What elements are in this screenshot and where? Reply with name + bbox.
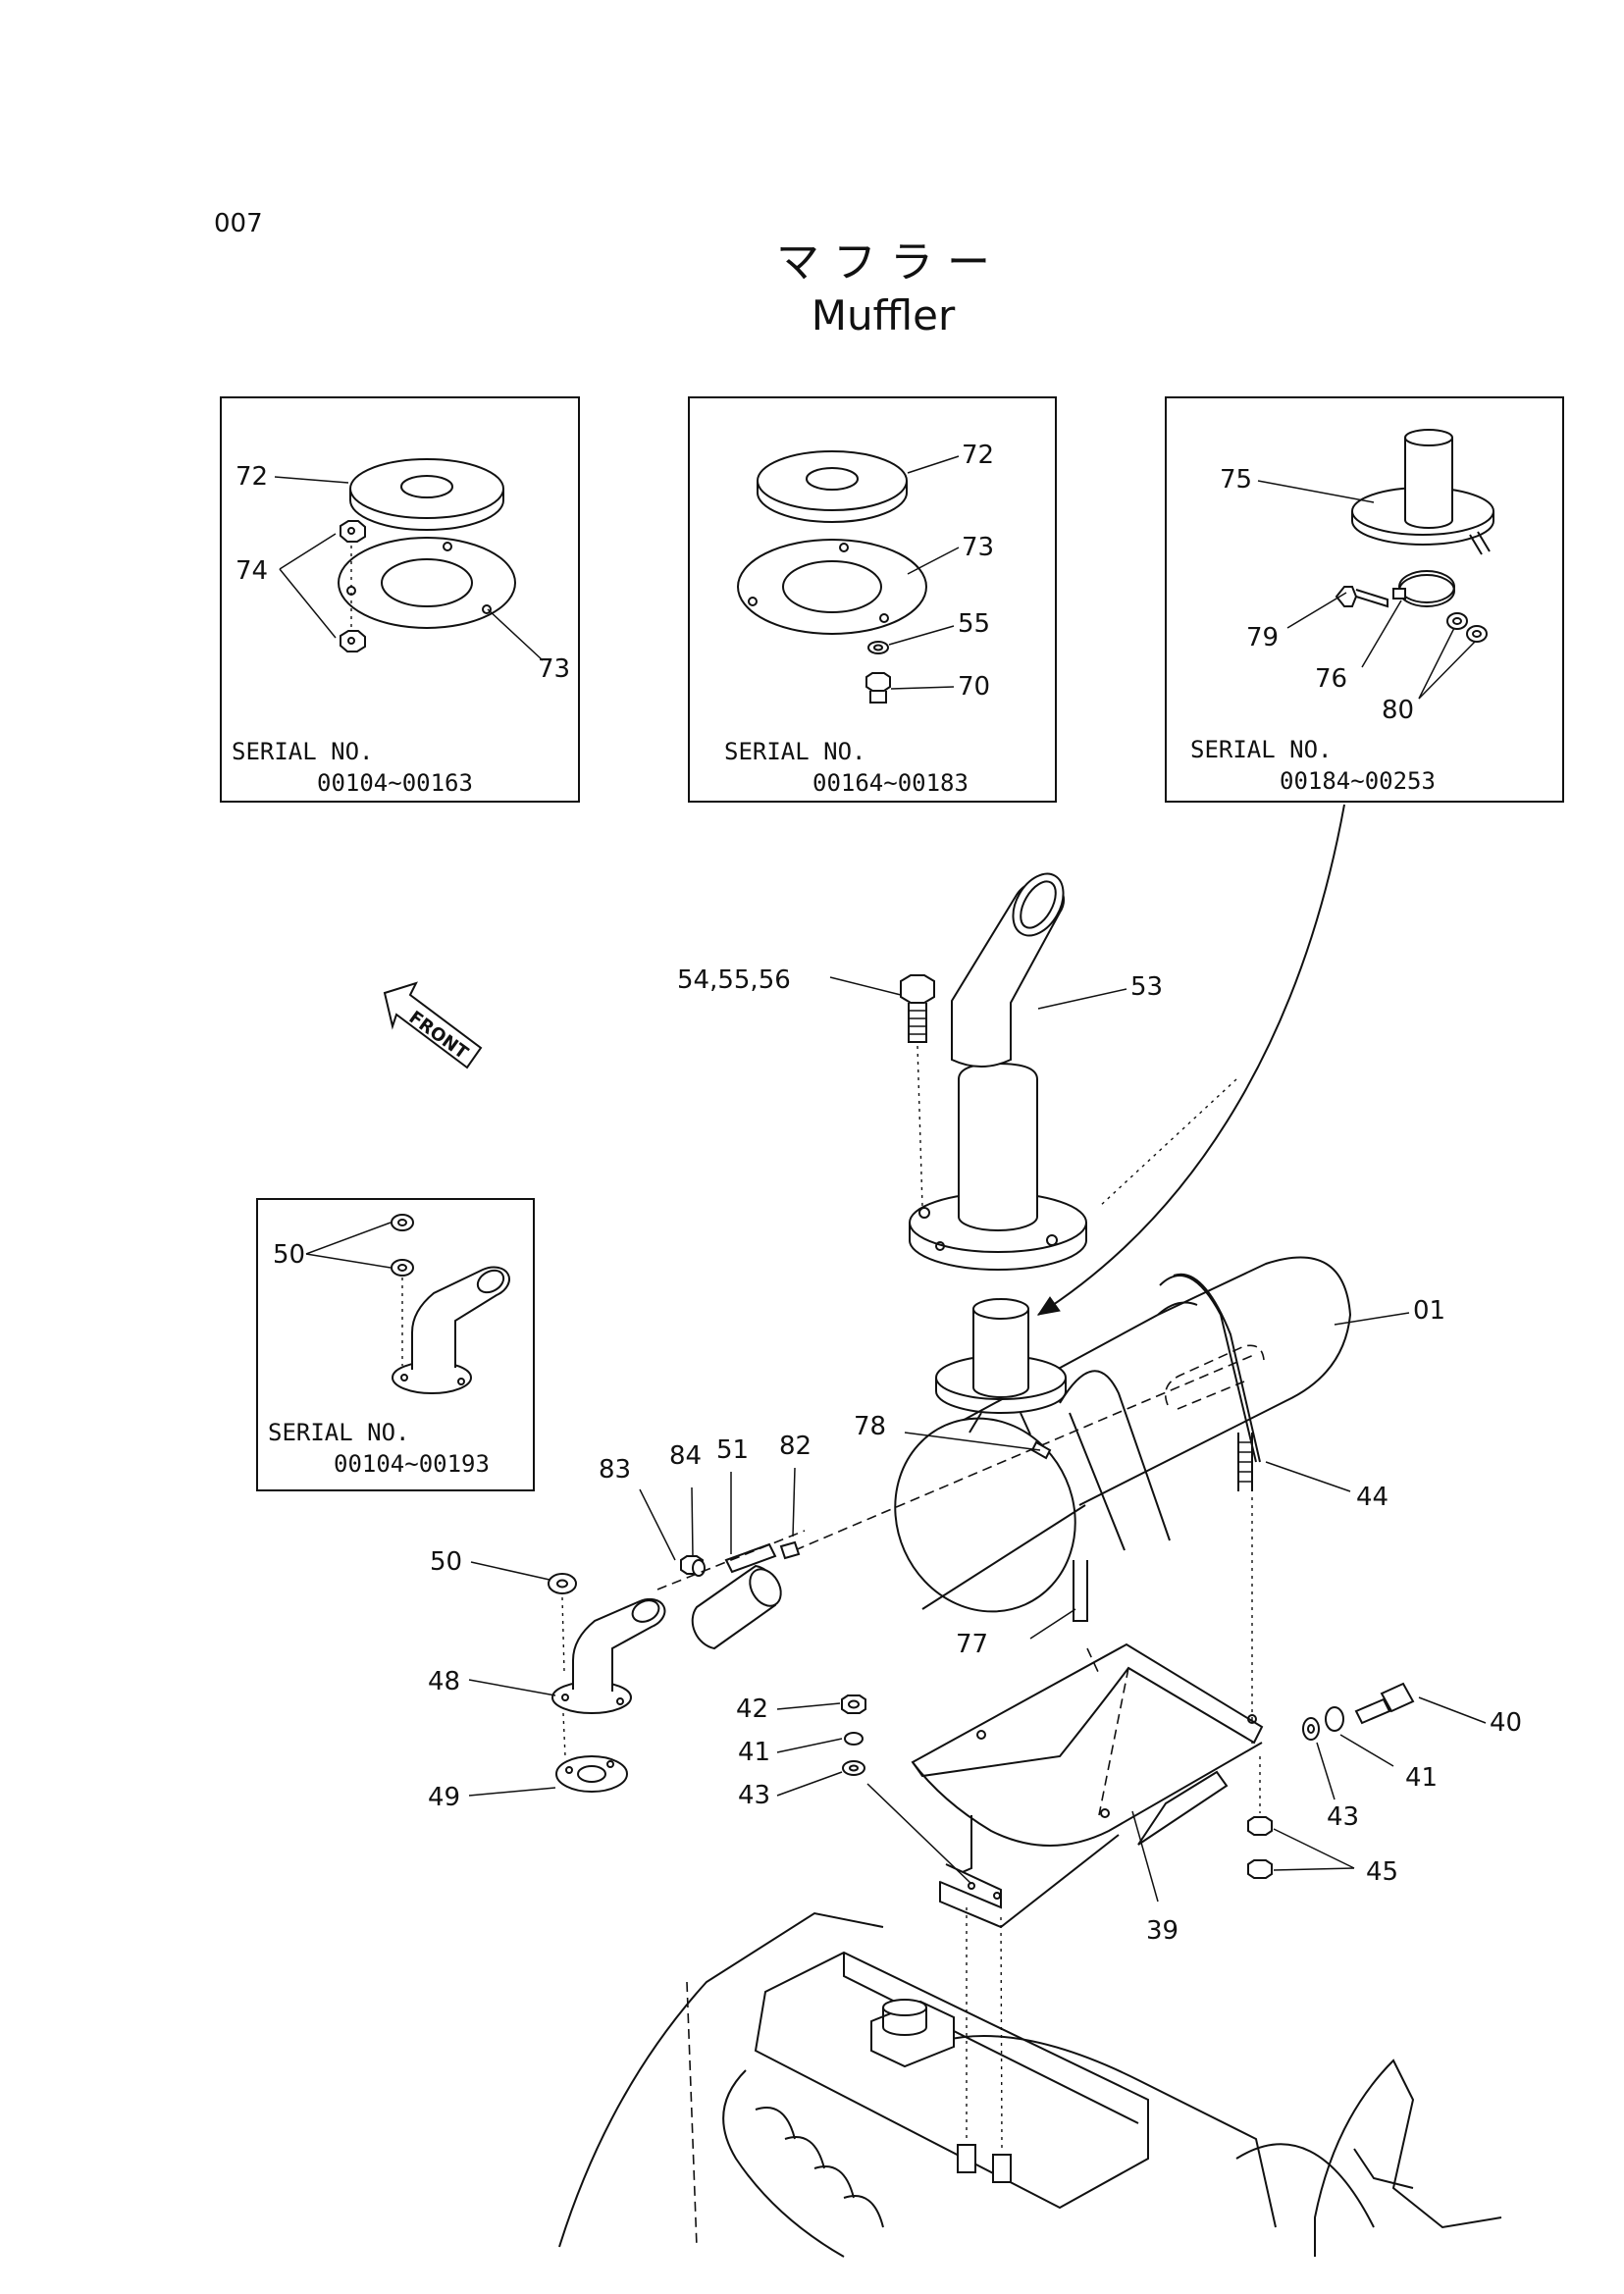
label-73: 73 <box>538 654 570 684</box>
label-54-55-56: 54,55,56 <box>677 965 791 995</box>
front-direction-arrow: FRONT <box>383 981 483 1069</box>
serial-range: 00184~00253 <box>1280 767 1436 795</box>
inset-serial-00104-00193: 50 SERIAL NO. 00104~00193 <box>256 1198 535 1491</box>
connector-clamp-51 <box>680 1540 801 1650</box>
engine-outline <box>558 1907 1502 2258</box>
page-code: 007 <box>214 209 263 238</box>
label-49: 49 <box>428 1783 460 1812</box>
label-50: 50 <box>273 1240 305 1270</box>
tail-pipe-53 <box>909 872 1087 1271</box>
label-72: 72 <box>236 462 268 492</box>
label-53: 53 <box>1130 972 1163 1002</box>
label-76: 76 <box>1315 664 1347 694</box>
serial-label: SERIAL NO. <box>232 738 374 765</box>
hardware-right <box>1247 1682 1415 1879</box>
label-77: 77 <box>956 1630 988 1659</box>
inset-serial-00184-00253: 75 79 76 80 SERIAL NO. 00184~00253 <box>1165 396 1564 803</box>
label-40: 40 <box>1490 1708 1522 1738</box>
inset-frame <box>1165 396 1564 803</box>
serial-label: SERIAL NO. <box>268 1419 410 1446</box>
label-73: 73 <box>962 533 994 562</box>
label-80: 80 <box>1382 696 1414 725</box>
label-79: 79 <box>1246 623 1279 652</box>
title-japanese: マ フ ラ ー <box>776 237 990 287</box>
inset-frame <box>688 396 1057 803</box>
label-55: 55 <box>958 609 990 639</box>
title-english: Muffler <box>812 291 956 339</box>
inset-serial-00164-00183: 72 73 55 70 SERIAL NO. 00164~00183 <box>688 396 1057 803</box>
exhaust-elbow-48 <box>548 1573 666 1793</box>
label-41: 41 <box>738 1738 770 1767</box>
label-75: 75 <box>1220 465 1252 495</box>
serial-label: SERIAL NO. <box>1190 736 1333 763</box>
hardware-left <box>841 1694 972 1885</box>
reference-arrow <box>1037 804 1345 1316</box>
label-41: 41 <box>1405 1763 1438 1793</box>
label-78: 78 <box>854 1412 886 1441</box>
label-84: 84 <box>669 1441 702 1471</box>
label-43: 43 <box>738 1781 770 1810</box>
serial-range: 00164~00183 <box>812 769 969 797</box>
label-39: 39 <box>1146 1916 1179 1946</box>
serial-range: 00104~00163 <box>317 769 473 797</box>
label-70: 70 <box>958 672 990 702</box>
label-44: 44 <box>1356 1483 1388 1512</box>
label-83: 83 <box>599 1455 631 1485</box>
mounting-bracket-39 <box>911 1642 1264 1929</box>
label-72: 72 <box>962 441 994 470</box>
label-82: 82 <box>779 1432 812 1461</box>
label-42: 42 <box>736 1694 768 1724</box>
muffler-body-01 <box>794 1256 1352 1613</box>
label-51: 51 <box>716 1435 749 1465</box>
label-48: 48 <box>428 1667 460 1696</box>
label-50: 50 <box>430 1547 462 1577</box>
label-43: 43 <box>1327 1802 1359 1832</box>
serial-label: SERIAL NO. <box>724 738 866 765</box>
label-01: 01 <box>1413 1296 1445 1326</box>
label-74: 74 <box>236 556 268 586</box>
inset-serial-00104-00163: 72 74 73 SERIAL NO. 00104~00163 <box>220 396 580 803</box>
inset-frame <box>220 396 580 803</box>
label-45: 45 <box>1366 1857 1398 1887</box>
serial-range: 00104~00193 <box>334 1450 490 1478</box>
inset-frame <box>256 1198 535 1491</box>
